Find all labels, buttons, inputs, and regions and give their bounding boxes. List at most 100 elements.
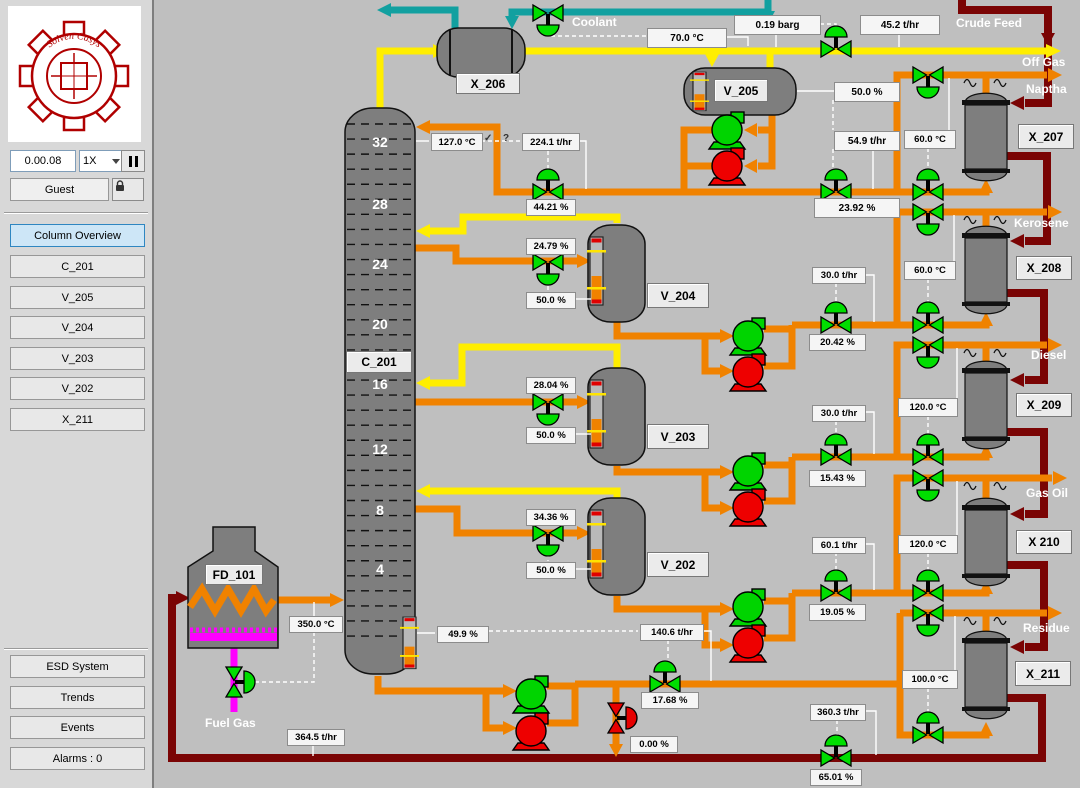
v202-draw-valve-readout: 34.36 % xyxy=(526,509,576,526)
burner-strip xyxy=(190,633,277,641)
tray-number: 32 xyxy=(372,134,388,150)
label-x209[interactable]: X_209 xyxy=(1016,393,1072,417)
x207-temp-readout: 60.0 °C xyxy=(904,130,956,149)
sidebar-item-column-overview[interactable]: Column Overview xyxy=(10,224,145,247)
sidebar-item-v204[interactable]: V_204 xyxy=(10,316,145,339)
label-x206[interactable]: X_206 xyxy=(456,73,520,94)
pump-v203-a[interactable] xyxy=(729,452,767,491)
pump-bottoms-b[interactable] xyxy=(512,712,550,751)
label-v205[interactable]: V_205 xyxy=(714,79,768,102)
sidebar-item-events[interactable]: Events xyxy=(10,716,145,739)
tray-number: 4 xyxy=(376,561,384,577)
tray-number: 8 xyxy=(376,502,384,518)
label-x210[interactable]: X 210 xyxy=(1016,530,1072,554)
x211-temp-readout: 100.0 °C xyxy=(902,670,958,689)
drum-v204 xyxy=(586,224,646,323)
sidebar-item-v202[interactable]: V_202 xyxy=(10,377,145,400)
sidebar-item-c201[interactable]: C_201 xyxy=(10,255,145,278)
gasoil-valve-readout: 19.05 % xyxy=(809,604,866,621)
sim-time-display[interactable]: 0.00.08 xyxy=(10,150,76,172)
stream-fuel-gas: Fuel Gas xyxy=(205,716,256,730)
sidebar-item-trends[interactable]: Trends xyxy=(10,686,145,709)
label-v204[interactable]: V_204 xyxy=(647,283,709,308)
pump-v204-a[interactable] xyxy=(729,317,767,356)
label-v203[interactable]: V_203 xyxy=(647,424,709,449)
pump-v203-b[interactable] xyxy=(729,488,767,527)
label-x208[interactable]: X_208 xyxy=(1016,256,1072,280)
sidebar-item-v203[interactable]: V_203 xyxy=(10,347,145,370)
tray-number: 12 xyxy=(372,441,388,457)
drum-v202 xyxy=(586,497,646,596)
pause-button[interactable] xyxy=(121,150,145,172)
kerosene-valve-readout: 20.42 % xyxy=(809,334,866,351)
pump-v204-b[interactable] xyxy=(729,353,767,392)
v205-level-readout: 50.0 % xyxy=(834,82,900,102)
user-button[interactable]: Guest xyxy=(10,178,109,201)
pump-v205-b[interactable] xyxy=(708,147,746,186)
label-x211[interactable]: X_211 xyxy=(1015,661,1071,686)
sim-speed-select[interactable]: 1X xyxy=(79,150,124,172)
sidebar-item-x211[interactable]: X_211 xyxy=(10,408,145,431)
naphtha-flow-readout: 54.9 t/hr xyxy=(834,131,900,151)
lock-icon xyxy=(116,180,124,191)
sim-speed-value: 1X xyxy=(83,155,97,167)
crude-flow-readout: 360.3 t/hr xyxy=(810,704,866,721)
valve-fuel-gas[interactable] xyxy=(225,666,256,698)
process-piping xyxy=(274,68,1067,757)
drain-valve-readout: 0.00 % xyxy=(630,736,678,753)
label-c201[interactable]: C_201 xyxy=(346,351,412,373)
crude-feed-piping xyxy=(168,0,1055,762)
furnace-temp-readout: 350.0 °C xyxy=(289,616,343,633)
stream-crude-feed: Crude Feed xyxy=(956,16,1023,30)
label-v202[interactable]: V_202 xyxy=(647,552,709,577)
x208-temp-readout: 60.0 °C xyxy=(904,261,956,280)
company-logo: Solven Casys xyxy=(8,6,141,142)
x210-temp-readout: 120.0 °C xyxy=(898,535,958,554)
pump-bottoms-a[interactable] xyxy=(512,675,550,714)
reflux-valve-readout: 44.21 % xyxy=(526,199,576,216)
cooler-x208 xyxy=(961,225,1011,315)
pump-v202-a[interactable] xyxy=(729,588,767,627)
sidebar-item-alarms[interactable]: Alarms : 0 xyxy=(10,747,145,770)
offgas-flow-readout: 45.2 t/hr xyxy=(860,15,940,35)
stream-naptha: Naptha xyxy=(1026,82,1067,96)
furnace-fd101 xyxy=(187,526,279,649)
sidebar-item-esd-system[interactable]: ESD System xyxy=(10,655,145,678)
crude-valve-readout: 65.01 % xyxy=(810,769,862,786)
v202-level-readout: 50.0 % xyxy=(526,562,576,579)
cooler-x209 xyxy=(961,360,1011,450)
stream-kerosene: Kerosene xyxy=(1014,216,1069,230)
transfer-flow-readout: 364.5 t/hr xyxy=(287,729,345,746)
pump-v202-b[interactable] xyxy=(729,624,767,663)
bottoms-valve-readout: 17.68 % xyxy=(641,692,699,709)
gasoil-flow-readout: 60.1 t/hr xyxy=(812,537,866,554)
naphtha-valve-readout: 23.92 % xyxy=(814,198,900,218)
top-temp-readout: 127.0 °C xyxy=(431,133,483,151)
coolant-temp-readout: 70.0 °C xyxy=(647,28,727,48)
stream-off-gas: Off Gas xyxy=(1022,55,1066,69)
pump-v205-a[interactable] xyxy=(708,111,746,150)
stream-coolant: Coolant xyxy=(572,15,617,29)
sidebar-item-v205[interactable]: V_205 xyxy=(10,286,145,309)
diesel-flow-readout: 30.0 t/hr xyxy=(812,405,866,422)
x209-temp-readout: 120.0 °C xyxy=(898,398,958,417)
v204-level-readout: 50.0 % xyxy=(526,292,576,309)
bottoms-level-readout: 49.9 % xyxy=(437,626,489,643)
v204-draw-valve-readout: 24.79 % xyxy=(526,238,576,255)
kerosene-flow-readout: 30.0 t/hr xyxy=(812,267,866,284)
quality-flag: ? xyxy=(503,133,510,144)
drum-v203 xyxy=(586,367,646,466)
quality-flag: ✓ xyxy=(484,133,493,144)
v205-level-gauge xyxy=(689,71,710,112)
column-bottom-gauge xyxy=(399,616,420,670)
label-fd101[interactable]: FD_101 xyxy=(205,564,263,585)
valve-drain[interactable] xyxy=(607,702,638,734)
exchanger-x206 xyxy=(436,27,526,78)
bottoms-flow-readout: 140.6 t/hr xyxy=(640,624,704,641)
cooler-x207 xyxy=(961,92,1011,182)
lock-button[interactable] xyxy=(112,178,144,201)
v203-level-readout: 50.0 % xyxy=(526,427,576,444)
label-x207[interactable]: X_207 xyxy=(1018,124,1074,149)
tray-number: 28 xyxy=(372,196,388,212)
